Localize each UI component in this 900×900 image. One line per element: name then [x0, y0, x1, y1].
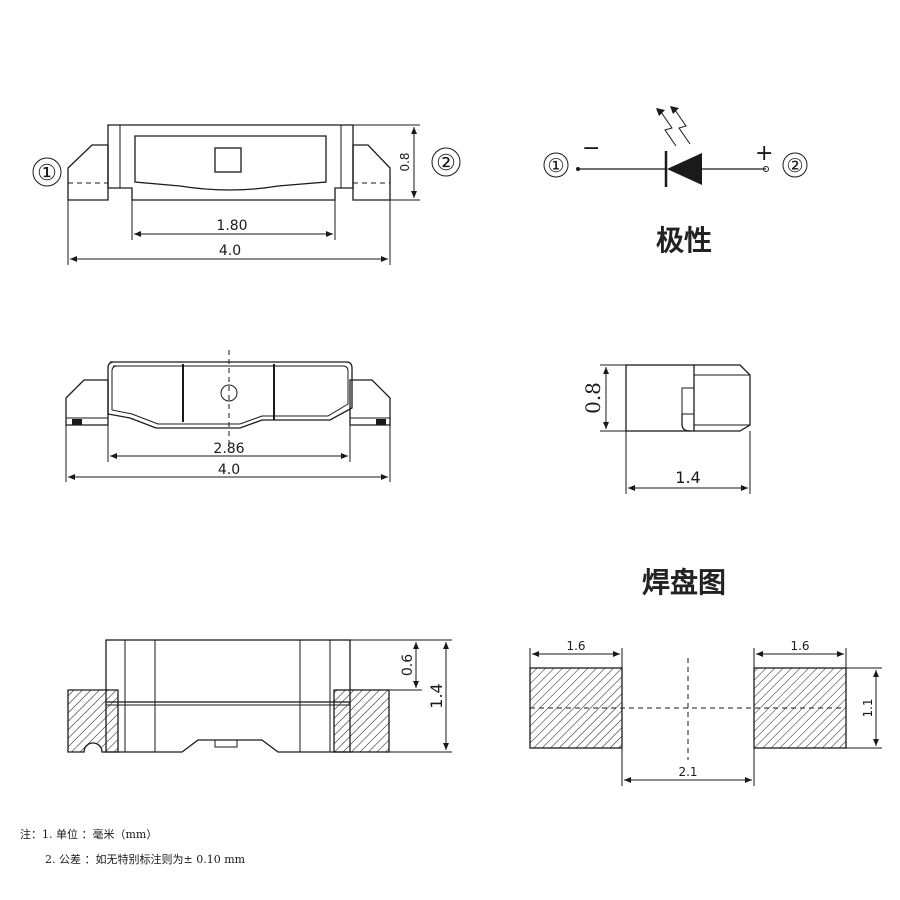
note-line-1: 注：1. 单位 ：毫米（mm）: [20, 827, 157, 841]
note-line-2: 2. 公差 ：如无特别标注则为± 0.10 mm: [45, 852, 246, 866]
pad-height-dim: 1.1: [861, 698, 875, 717]
polarity-pin-2-label: ②: [786, 155, 803, 177]
light-arrows-icon: [656, 106, 691, 147]
pad-gap-dim: 2.1: [678, 765, 697, 779]
top-view: ① ② 0.8 1.80 4.0: [32, 124, 461, 265]
front-view-lower-body: [105, 702, 351, 753]
top-view-right-terminal: [352, 144, 391, 201]
side-view-lens: [694, 364, 751, 432]
polarity-label: 极性: [656, 224, 712, 257]
pin-2-circle: [431, 147, 461, 177]
pin-2-label: ②: [436, 151, 456, 176]
top-view-inner-dim: 1.80: [216, 218, 247, 234]
polarity-plus-sign: +: [755, 141, 773, 166]
front-view-left-pad: [67, 689, 119, 753]
side-view-height-dim: 0.8: [581, 382, 605, 414]
polarity-minus-sign: −: [582, 136, 600, 161]
front-view-small-dim: 0.6: [400, 654, 416, 676]
bottom-view-left-terminal: [65, 379, 109, 426]
top-view-height-dim: 0.8: [398, 152, 412, 171]
diode-triangle: [667, 153, 702, 185]
right-pad-width-dim: 1.6: [790, 639, 809, 653]
bottom-view-center-mark: [220, 384, 238, 402]
pad-layout-title: 焊盘图: [642, 566, 726, 599]
pad-layout: 焊盘图 1.6 1.6 1.1 2.1: [529, 566, 882, 786]
bottom-view-inner-dim: 2.86: [213, 441, 244, 457]
top-view-lens: [134, 135, 327, 191]
polarity-pin-2-circle: [782, 152, 808, 178]
side-view-width-dim: 1.4: [675, 468, 700, 487]
top-view-left-terminal: [67, 144, 109, 201]
pin-1-circle: [32, 157, 62, 187]
pin-1-label: ①: [37, 161, 57, 186]
front-view-right-pad: [333, 689, 390, 753]
front-view-upper-body: [105, 639, 351, 703]
notes: 注：1. 单位 ：毫米（mm） 2. 公差 ：如无特别标注则为± 0.10 mm: [20, 827, 246, 866]
top-view-chip: [214, 147, 242, 173]
polarity-diagram: ① − + ② 极性: [543, 106, 808, 257]
bottom-view: 2.86 4.0: [65, 350, 391, 482]
side-view: 0.8 1.4: [581, 364, 751, 494]
left-pad-width-dim: 1.6: [566, 639, 585, 653]
side-view-body: [625, 364, 695, 432]
polarity-pin-1-circle: [543, 152, 569, 178]
polarity-pin-1-label: ①: [547, 155, 564, 177]
bottom-view-body: [107, 361, 353, 429]
front-view: 0.6 1.4: [67, 639, 452, 753]
bottom-view-total-dim: 4.0: [218, 462, 240, 478]
top-view-total-dim: 4.0: [219, 243, 241, 259]
front-view-large-dim: 1.4: [427, 683, 446, 708]
